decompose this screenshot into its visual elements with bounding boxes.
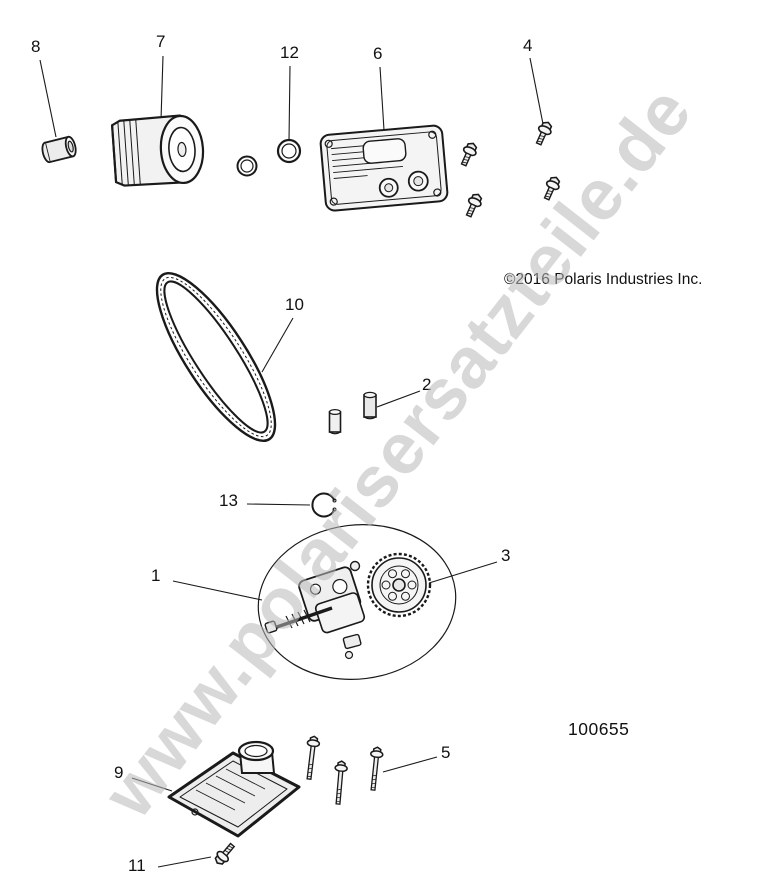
- part-dowel-pins: [328, 391, 377, 435]
- callout-5: 5: [441, 743, 451, 762]
- part-o-rings: [236, 138, 302, 177]
- leader-1: [172, 580, 263, 601]
- callout-12: 12: [280, 43, 299, 62]
- part-oil-cooler: [319, 124, 449, 212]
- assembly-balloon: [257, 524, 457, 680]
- leader-8: [39, 59, 57, 138]
- callout-11: 11: [128, 856, 146, 875]
- leader-3: [428, 561, 498, 584]
- part-drain-bolt: [211, 840, 239, 869]
- callout-2: 2: [422, 375, 432, 394]
- leader-2: [376, 390, 421, 408]
- part-strainer-bolts: [302, 734, 385, 806]
- callout-10: 10: [285, 295, 304, 314]
- leader-6: [379, 66, 385, 131]
- callout-13: 13: [219, 491, 238, 510]
- leader-11: [157, 856, 212, 868]
- callout-8: 8: [31, 37, 41, 56]
- part-snap-ring: [311, 492, 337, 518]
- leader-7: [160, 55, 164, 121]
- part-oil-strainer: [167, 740, 301, 838]
- diagram-part-number: 100655: [568, 719, 630, 739]
- leader-10: [261, 317, 294, 373]
- callout-4: 4: [523, 36, 533, 55]
- leader-9: [131, 777, 173, 792]
- callout-7: 7: [156, 32, 166, 51]
- leader-12: [288, 65, 291, 142]
- copyright-notice: ©2016 Polaris Industries Inc.: [504, 271, 703, 288]
- part-cooler-bolts: [456, 118, 564, 220]
- callout-3: 3: [501, 546, 511, 565]
- callout-9: 9: [114, 763, 124, 782]
- callout-1: 1: [151, 566, 161, 585]
- part-oil-pump: [264, 560, 366, 660]
- leader-4: [529, 57, 544, 125]
- leader-5: [382, 756, 438, 773]
- leader-lines: [39, 55, 544, 868]
- callout-6: 6: [373, 44, 383, 63]
- part-sprocket: [366, 552, 432, 618]
- part-oil-filter: [110, 114, 205, 187]
- part-spacer-bushing: [41, 135, 77, 164]
- leader-13: [246, 503, 311, 506]
